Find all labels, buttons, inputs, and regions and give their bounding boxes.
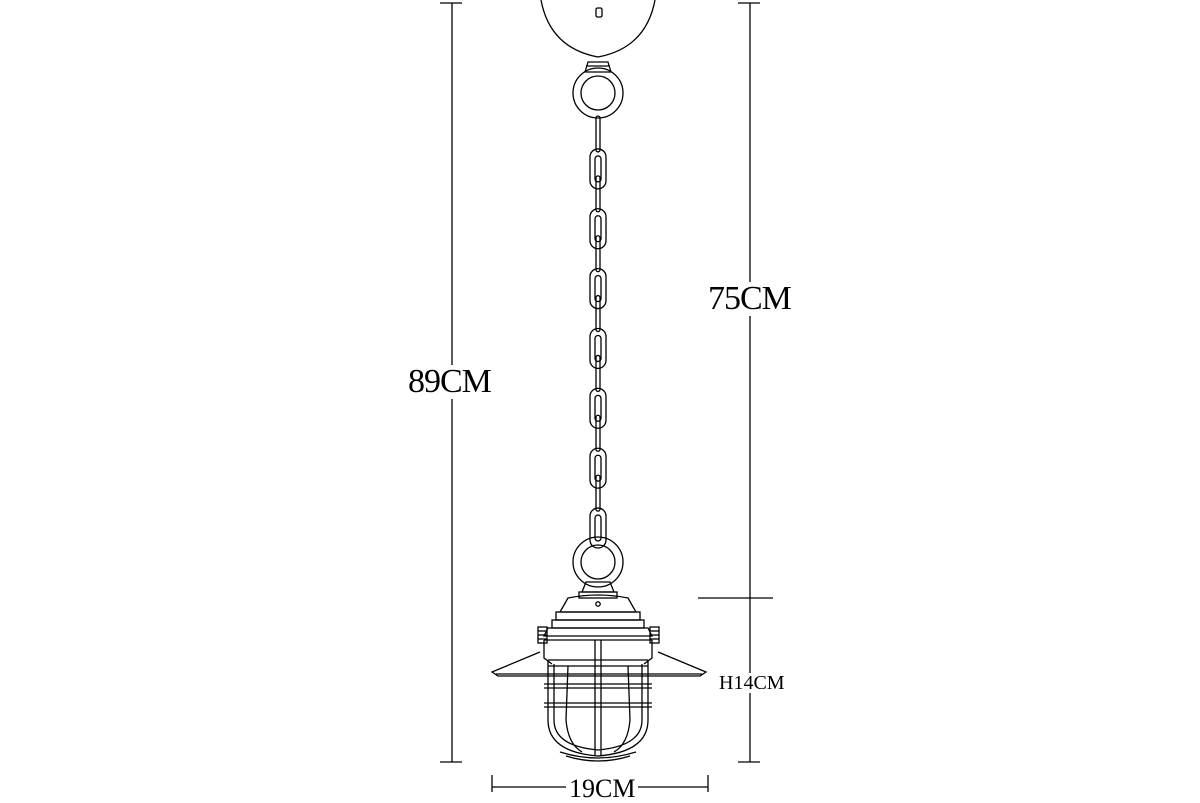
lamp-head (490, 594, 708, 762)
ceiling-canopy (540, 0, 656, 58)
shade-width-label: 19CM (566, 776, 639, 802)
chain-link (589, 387, 607, 429)
total-height-label: 89CM (408, 363, 492, 400)
chain-link-hole (594, 454, 602, 482)
top-ring (572, 61, 624, 119)
chain-link-hole (594, 274, 602, 303)
chain-link (589, 447, 607, 489)
chain-link-edge (595, 294, 601, 333)
chain-link-hole (594, 215, 602, 243)
chain-link (589, 148, 607, 190)
chain-link (589, 507, 607, 549)
chain-length-label: 75CM (708, 280, 792, 317)
chain-link (589, 208, 607, 250)
chain-link-edge (595, 474, 601, 512)
chain-link-edge (595, 115, 601, 153)
shade-height-label: H14CM (719, 672, 785, 694)
chain-link-edge (595, 235, 601, 273)
chain-link-edge (595, 175, 601, 213)
chain-link-hole (594, 334, 602, 363)
chain-link-edge (595, 354, 601, 393)
chain-link-hole (594, 394, 602, 422)
bottom-ring (572, 536, 624, 599)
chain-link-hole (594, 155, 602, 183)
chain-link-hole (594, 514, 602, 542)
chain-link (589, 267, 607, 310)
chain-link-edge (595, 414, 601, 452)
chain (589, 115, 607, 549)
chain-link (589, 327, 607, 370)
